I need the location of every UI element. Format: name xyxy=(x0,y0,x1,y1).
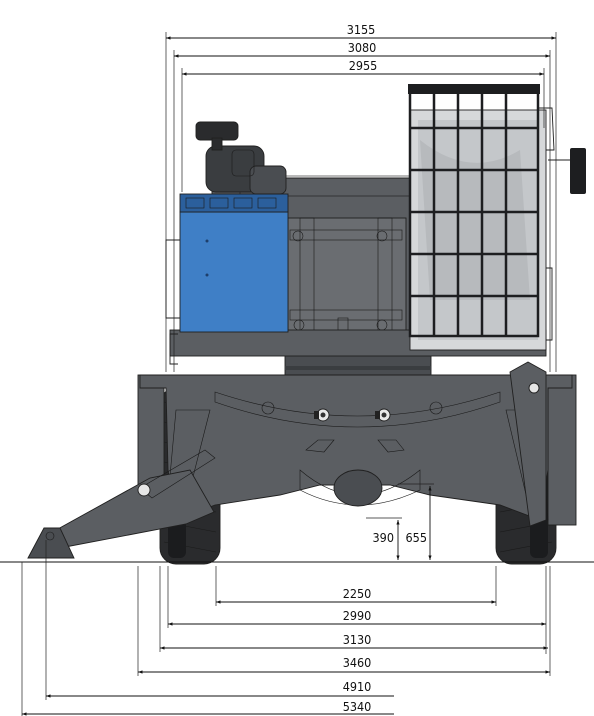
dim-label-655: 655 xyxy=(406,530,427,545)
right-outrigger xyxy=(509,361,547,527)
boom-mount xyxy=(287,217,407,337)
dim-label-3155: 3155 xyxy=(347,22,376,37)
left-outrigger-pad xyxy=(27,527,75,559)
dim-label-2250: 2250 xyxy=(343,586,372,601)
dim-label-3080: 3080 xyxy=(348,40,377,55)
frame-lugs xyxy=(261,401,443,453)
top-dimensions: 3155 3080 2955 xyxy=(165,22,557,372)
engine-cover xyxy=(179,193,289,333)
bottom-dimensions: 2250 2990 3130 3460 4910 5340 xyxy=(21,540,551,716)
engine-top xyxy=(195,121,287,195)
dim-label-2955: 2955 xyxy=(349,58,378,73)
undercarriage-frame xyxy=(139,374,573,521)
dim-label-5340: 5340 xyxy=(343,699,372,714)
mirror xyxy=(570,148,586,194)
cab xyxy=(409,109,547,351)
machine-drawing xyxy=(27,84,586,565)
dim-label-4910: 4910 xyxy=(343,679,372,694)
height-dimensions: 390 655 xyxy=(366,483,434,560)
dim-label-3460: 3460 xyxy=(343,655,372,670)
right-side-plate xyxy=(547,374,577,526)
dim-label-2990: 2990 xyxy=(343,608,372,623)
dim-label-3130: 3130 xyxy=(343,632,372,647)
dim-label-390: 390 xyxy=(373,530,394,545)
